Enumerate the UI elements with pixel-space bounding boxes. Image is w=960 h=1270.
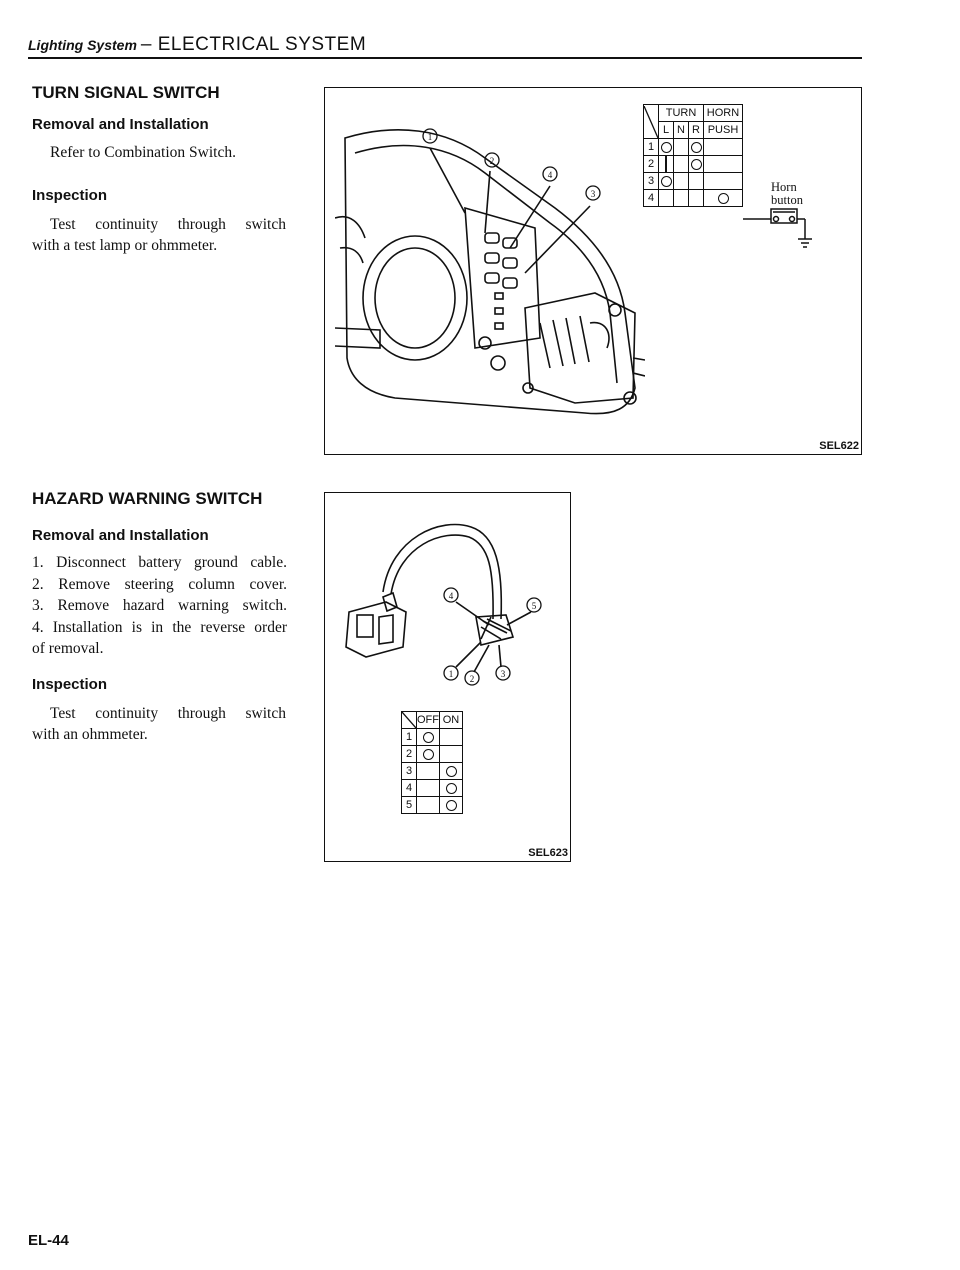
header-rule (28, 57, 862, 59)
svg-text:1: 1 (449, 669, 454, 679)
continuity-pin (660, 175, 672, 187)
table-row: 4 (401, 779, 463, 797)
list-item: 4. Installation is in the reverse order (32, 618, 287, 636)
turn-signal-heading: TURN SIGNAL SWITCH (32, 83, 220, 102)
hazard-inspection-text-2: with an ohmmeter. (32, 726, 148, 743)
svg-text:5: 5 (532, 601, 537, 611)
turn-signal-removal-heading: Removal and Installation (32, 116, 209, 133)
figure-code: SEL622 (819, 440, 859, 452)
col-l: L (658, 121, 674, 139)
row-label: 2 (643, 155, 659, 173)
continuity-pin (422, 731, 434, 743)
hazard-removal-heading: Removal and Installation (32, 527, 209, 544)
header-title: – ELECTRICAL SYSTEM (140, 34, 367, 55)
svg-text:2: 2 (490, 156, 495, 166)
horn-label: Horn button (771, 180, 803, 207)
header-section: Lighting System (28, 37, 137, 53)
hazard-switch-figure: 4 5 1 2 3 OFF ON 1 2 3 4 5 (324, 492, 571, 862)
continuity-pin (690, 158, 702, 170)
list-item: of removal. (32, 640, 104, 657)
continuity-pin (660, 141, 672, 153)
row-label: 3 (643, 172, 659, 190)
row-label: 4 (643, 189, 659, 207)
svg-text:2: 2 (470, 674, 475, 684)
turn-signal-continuity-table: TURN HORN L N R PUSH 1 2 3 4 (643, 104, 743, 207)
svg-text:4: 4 (548, 170, 553, 180)
list-item: 3. Remove hazard warning switch. (32, 597, 287, 614)
col-horn: HORN (703, 104, 743, 122)
turn-signal-switch-drawing: 1 2 4 3 (335, 128, 645, 415)
row-label: 2 (401, 745, 417, 763)
hazard-continuity-table: OFF ON 1 2 3 4 5 (401, 711, 463, 814)
continuity-pin (445, 799, 457, 811)
horn-button-icon (743, 208, 812, 248)
col-turn: TURN (658, 104, 704, 122)
table-corner (643, 104, 659, 139)
hazard-removal-steps: 1. Disconnect battery ground cable. 2. R… (32, 552, 287, 660)
table-corner (401, 711, 417, 729)
col-n: N (673, 121, 689, 139)
table-row: 3 (401, 762, 463, 780)
turn-signal-removal-text: Refer to Combination Switch. (50, 144, 236, 161)
table-row: 2 (643, 155, 743, 173)
table-row: 1 (401, 728, 463, 746)
table-row: 4 (643, 189, 743, 207)
svg-text:1: 1 (428, 132, 433, 142)
table-row: 5 (401, 796, 463, 814)
turn-signal-inspection-text-1: Test continuity through switch (50, 216, 286, 233)
continuity-pin (445, 765, 457, 777)
col-off: OFF (416, 711, 440, 729)
table-row: 1 (643, 138, 743, 156)
hazard-heading: HAZARD WARNING SWITCH (32, 489, 263, 508)
row-label: 5 (401, 796, 417, 814)
list-item: 1. Disconnect battery ground cable. (32, 554, 287, 571)
turn-signal-switch-figure: 1 2 4 3 TURN HORN L N R PUSH 1 2 (324, 87, 862, 455)
svg-text:4: 4 (449, 591, 454, 601)
page-number: EL-44 (28, 1232, 69, 1249)
row-label: 1 (643, 138, 659, 156)
list-item: 2. Remove steering column cover. (32, 575, 287, 593)
table-row: 3 (643, 172, 743, 190)
col-on: ON (439, 711, 463, 729)
continuity-pin (717, 192, 729, 204)
svg-text:3: 3 (591, 189, 596, 199)
hazard-switch-drawing: 4 5 1 2 3 (345, 523, 542, 686)
figure-code: SEL623 (528, 847, 568, 859)
hazard-inspection-heading: Inspection (32, 676, 108, 693)
continuity-pin (445, 782, 457, 794)
col-r: R (688, 121, 704, 139)
continuity-pin (690, 141, 702, 153)
turn-signal-inspection-heading: Inspection (32, 187, 108, 204)
row-label: 4 (401, 779, 417, 797)
hazard-inspection-text-1: Test continuity through switch (50, 705, 286, 722)
continuity-pin (422, 748, 434, 760)
table-row: 2 (401, 745, 463, 763)
page-header: Lighting System – ELECTRICAL SYSTEM (28, 34, 366, 56)
row-label: 3 (401, 762, 417, 780)
col-push: PUSH (703, 121, 743, 139)
svg-text:3: 3 (501, 669, 506, 679)
turn-signal-inspection-text-2: with a test lamp or ohmmeter. (32, 237, 218, 254)
row-label: 1 (401, 728, 417, 746)
